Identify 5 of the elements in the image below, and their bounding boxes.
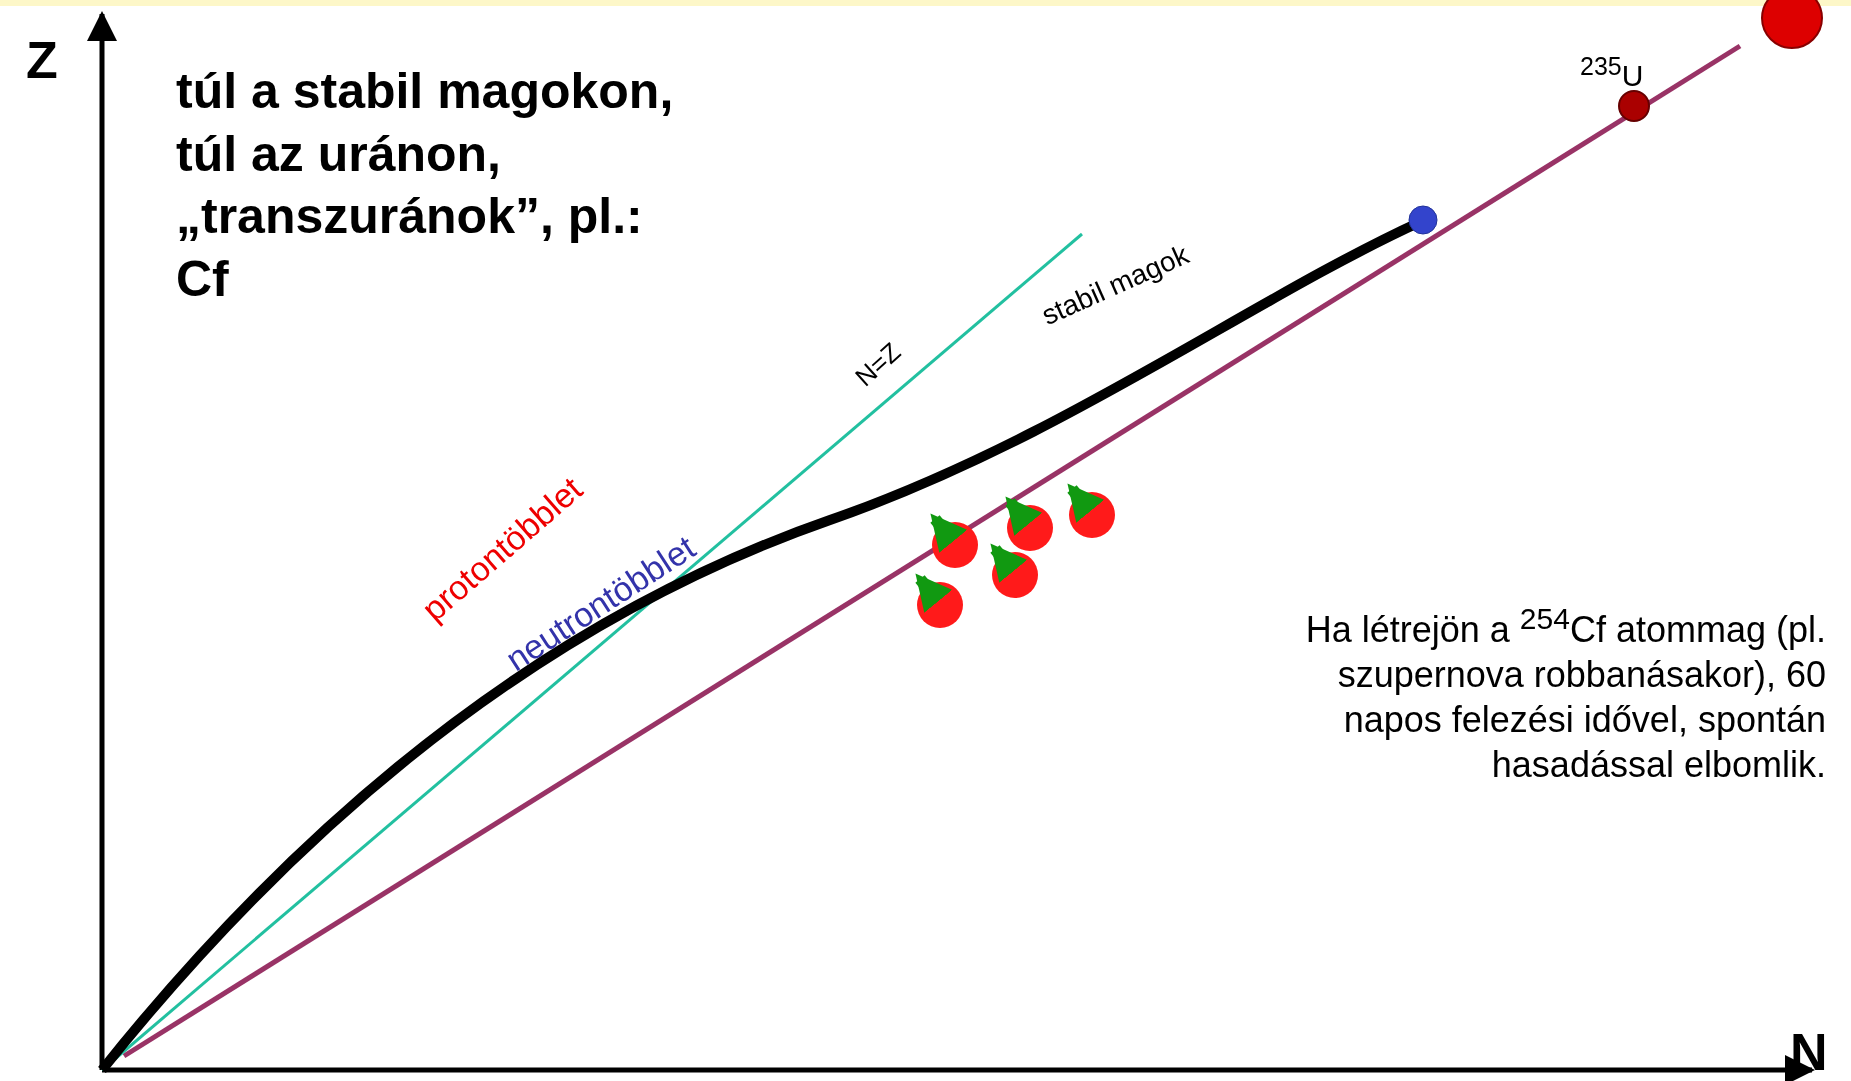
heading-text: túl a stabil magokon, túl az uránon, „transzuránok”, pl.: Cf <box>176 62 675 309</box>
line-label: N=Z <box>849 336 908 393</box>
isotope-label: $^{235}$U <box>1580 52 1644 93</box>
note-text: Ha létrejön a $^{254}$Cf atommag (pl. szupernova robbanásakor), 60 napos felezési idővel, spontán hasadással elbomlik. <box>1304 601 1826 787</box>
axis-label: Z <box>26 30 58 90</box>
